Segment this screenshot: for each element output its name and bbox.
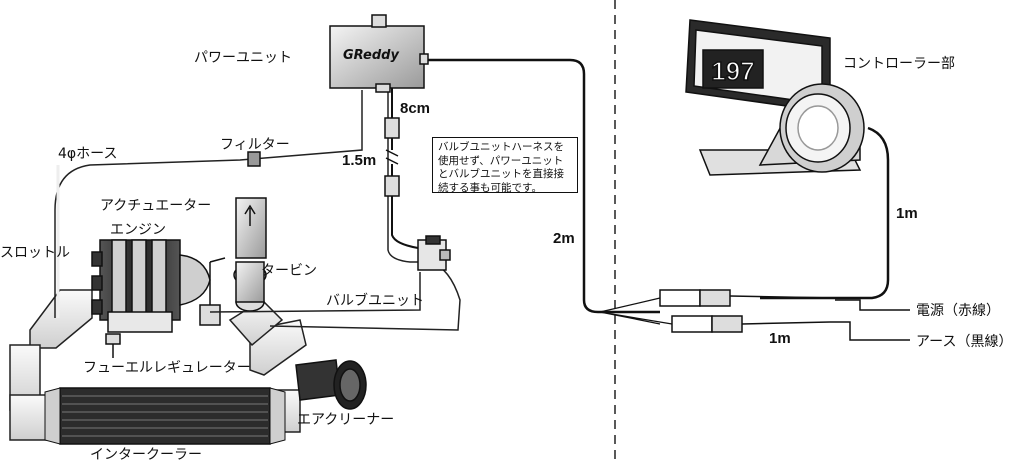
greddy-logo: GReddy [343,48,399,63]
filter-label: フィルター [220,137,290,153]
valve-unit-body [417,235,451,271]
air-cleaner-label: エアクリーナー [297,412,395,428]
hose-filter [247,151,261,167]
engine-label: エンジン [110,222,166,238]
length-2m: 2m [553,230,575,247]
controller-cable-2m [428,58,660,314]
power-unit-label: パワーユニット [194,50,292,66]
length-8cm: 8cm [400,100,431,117]
power-unit-body [329,14,429,93]
power-earth-wires [830,299,910,341]
fuel-regulator [105,333,121,358]
length-1-5m: 1.5m [342,152,377,169]
valve-unit-label: バルブユニット [326,293,424,309]
air-cleaner [295,359,367,410]
turbine [233,197,267,312]
note-line: 使用せず、パワーユニット [438,154,564,167]
length-1m-power: 1m [769,330,791,347]
intercooler-label: インタークーラー [90,447,202,463]
power-red-label: 電源（赤線） [916,303,1000,319]
earth-black-label: アース（黒線） [916,334,1013,350]
engine [91,239,211,333]
turbine-label: タービン [261,263,317,279]
note-line: 続する事も可能です。 [438,181,542,194]
length-1m-controller: 1m [896,205,918,222]
fuel-regulator-label: フューエルレギュレーター [83,360,251,376]
note-line: とバルブユニットを直接接 [438,168,564,180]
harness-note-box: バルブユニットハーネスを 使用せず、パワーユニット とバルブユニットを直接接 続… [432,137,578,194]
controller-label: コントローラー部 [843,56,955,72]
display-readout: 197 [711,56,754,86]
throttle-label: スロットル [0,245,70,261]
hose-label: 4φホース [58,146,118,162]
actuator-label: アクチュエーター [100,198,212,214]
note-line: バルブユニットハーネスを [438,141,564,153]
controller-cable-1m [760,126,890,300]
intercooler [44,387,286,445]
controller-device: 197 [685,19,865,176]
valve-harness [384,86,419,249]
actuator [199,257,226,326]
